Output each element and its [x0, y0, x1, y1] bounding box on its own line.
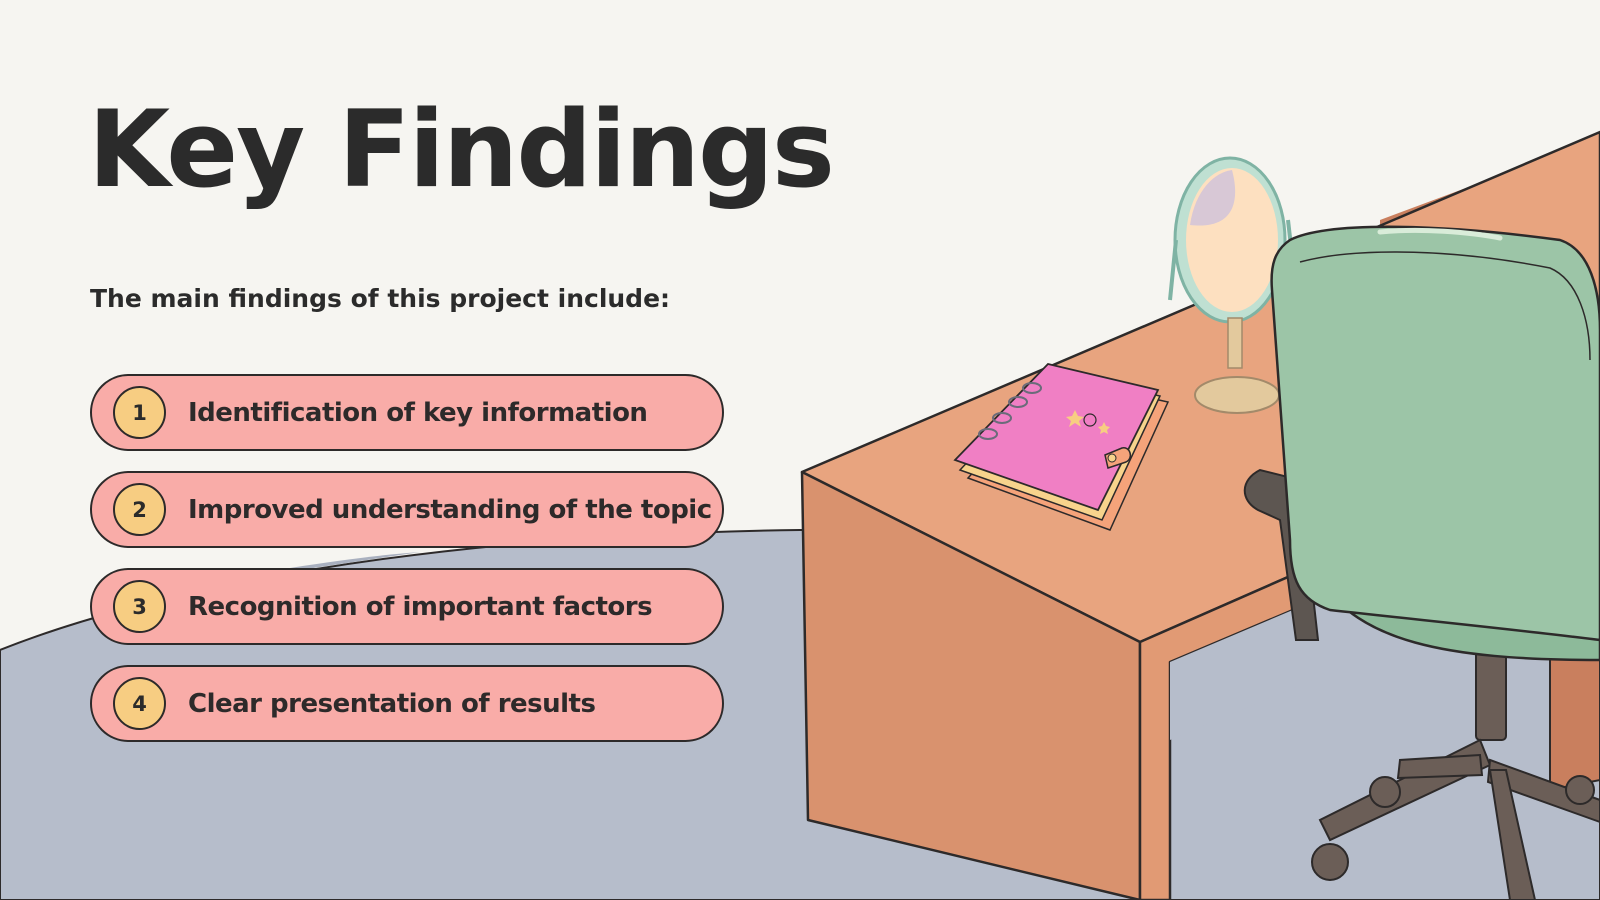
subtitle: The main findings of this project includ…: [90, 284, 671, 313]
finding-label: Identification of key information: [188, 397, 648, 428]
page-title: Key Findings: [88, 88, 835, 211]
number-badge: 4: [113, 677, 166, 730]
finding-item: 3 Recognition of important factors: [90, 568, 724, 645]
finding-label: Clear presentation of results: [188, 688, 596, 719]
findings-list: 1 Identification of key information 2 Im…: [90, 374, 724, 762]
finding-item: 1 Identification of key information: [90, 374, 724, 451]
finding-label: Improved understanding of the topic: [188, 494, 712, 525]
number-badge: 2: [113, 483, 166, 536]
number-badge: 3: [113, 580, 166, 633]
desk-front: [800, 470, 1142, 900]
office-chair: [1243, 225, 1600, 900]
finding-item: 2 Improved understanding of the topic: [90, 471, 724, 548]
planner-notebook: [953, 363, 1170, 531]
number-badge: 1: [113, 386, 166, 439]
mirror: [1168, 156, 1298, 414]
finding-item: 4 Clear presentation of results: [90, 665, 724, 742]
finding-label: Recognition of important factors: [188, 591, 653, 622]
floor-shadow: [290, 552, 420, 570]
